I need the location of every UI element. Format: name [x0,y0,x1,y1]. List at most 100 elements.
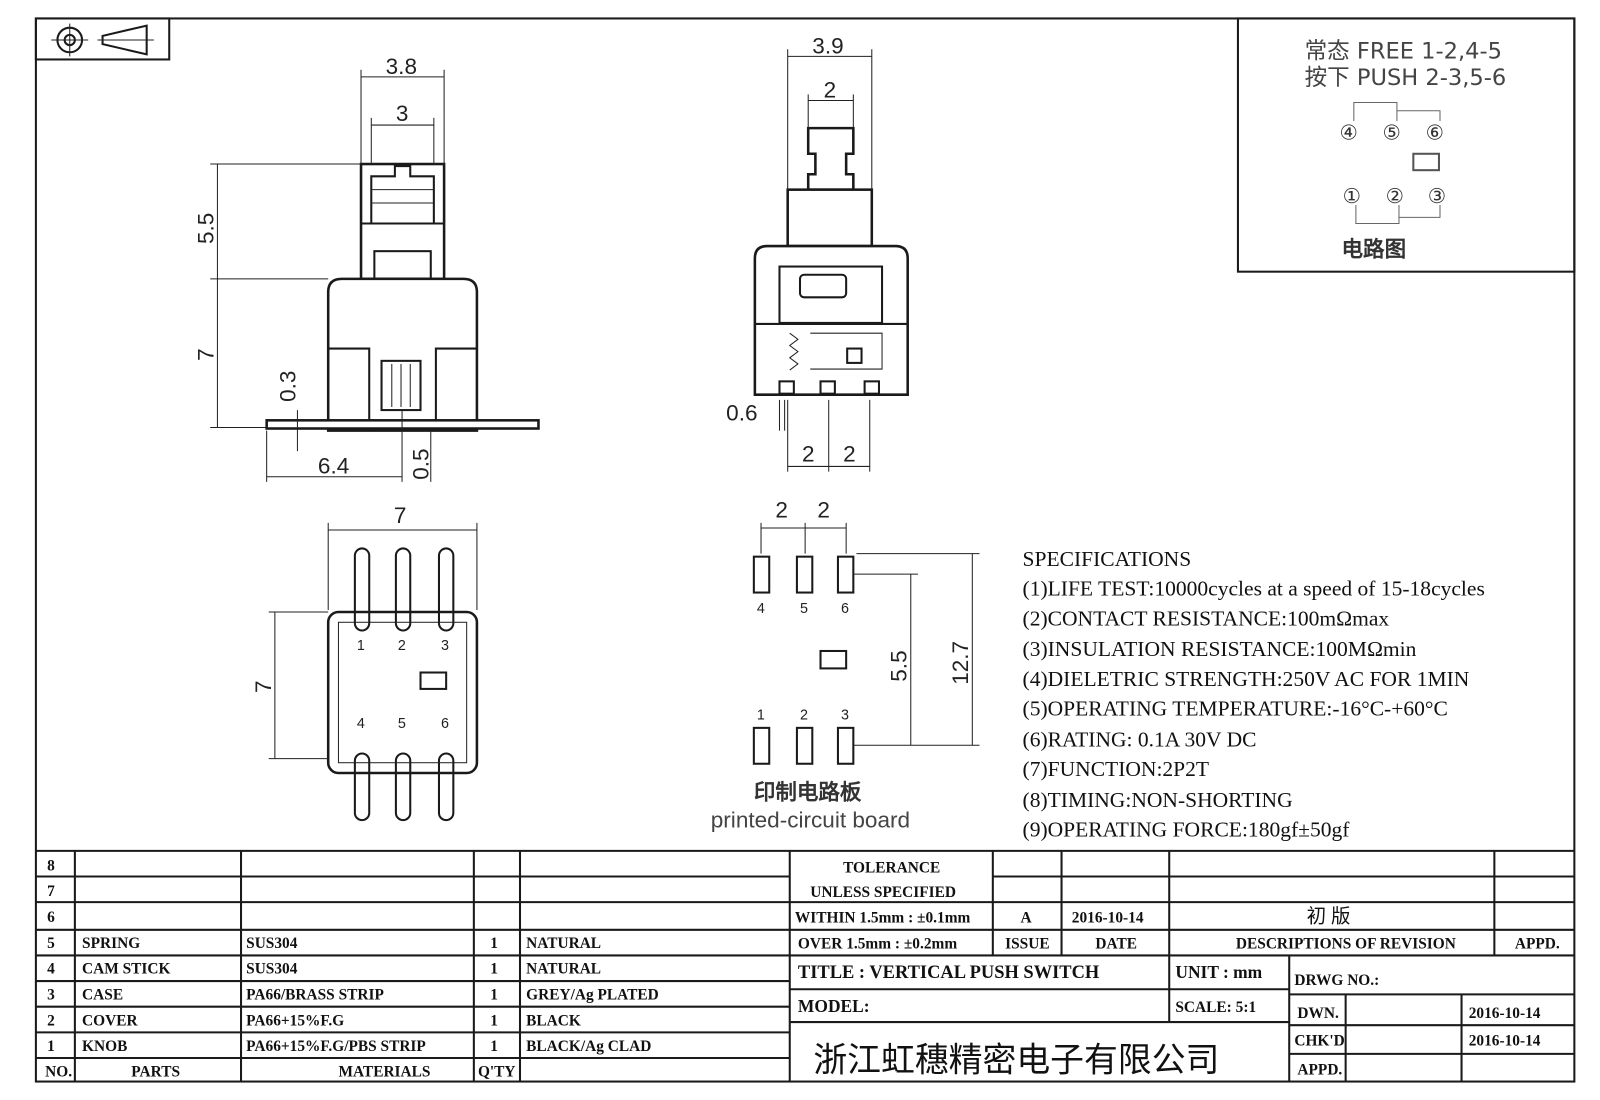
dim-2-knob: 2 [824,77,837,102]
svg-text:2016-10-14: 2016-10-14 [1072,910,1144,927]
svg-text:NO.: NO. [45,1063,72,1080]
dim-5-5: 5.5 [193,213,218,244]
svg-text:CHK'D: CHK'D [1294,1033,1344,1050]
svg-text:4: 4 [357,716,365,732]
svg-text:(5)OPERATING TEMPERATURE:-16°C: (5)OPERATING TEMPERATURE:-16°C-+60°C [1023,697,1448,721]
parts-cell-no: 6 [47,909,55,926]
dim-0-3: 0.3 [275,371,300,402]
svg-text:UNIT : mm: UNIT : mm [1175,962,1262,982]
svg-text:DATE: DATE [1095,935,1137,952]
svg-text:MODEL:: MODEL: [798,996,870,1016]
parts-cell-finish: GREY/Ag PLATED [526,987,659,1004]
dim-7-width: 7 [394,503,407,528]
svg-text:4: 4 [757,601,765,617]
parts-cell-part: COVER [82,1012,138,1029]
dim-2-pitch-b: 2 [843,441,856,466]
svg-text:UNLESS SPECIFIED: UNLESS SPECIFIED [810,884,956,901]
svg-text:ISSUE: ISSUE [1005,935,1049,952]
parts-cell-material: PA66+15%F.G/PBS STRIP [246,1038,426,1055]
parts-cell-finish: NATURAL [526,935,601,952]
svg-text:SCALE: 5:1: SCALE: 5:1 [1175,999,1256,1016]
parts-cell-part: SPRING [82,935,140,952]
svg-text:WITHIN 1.5mm : ±0.1mm: WITHIN 1.5mm : ±0.1mm [795,910,971,927]
svg-text:①: ① [1343,184,1361,208]
svg-text:⑤: ⑤ [1383,120,1401,144]
bottom-view: 1 2 3 4 5 6 7 7 [251,503,479,822]
parts-cell-material: SUS304 [246,935,298,952]
pcb-caption-en: printed-circuit board [711,807,910,832]
parts-cell-no: 5 [47,935,55,952]
parts-cell-part: CAM STICK [82,961,170,978]
svg-text:DESCRIPTIONS OF REVISION: DESCRIPTIONS OF REVISION [1236,935,1456,952]
drawing-title: TITLE : VERTICAL PUSH SWITCH [798,962,1100,982]
dim-5-5-pcb: 5.5 [887,650,912,681]
svg-text:PARTS: PARTS [131,1063,180,1080]
svg-text:2: 2 [398,638,406,654]
svg-text:(6)RATING: 0.1A 30V DC: (6)RATING: 0.1A 30V DC [1023,727,1257,751]
svg-text:(1)LIFE TEST:10000cycles at a: (1)LIFE TEST:10000cycles at a speed of 1… [1023,577,1485,601]
dim-0-5: 0.5 [409,448,434,479]
svg-text:DRWG NO.:: DRWG NO.: [1294,972,1379,989]
svg-text:1: 1 [357,638,365,654]
parts-table [35,849,1575,1082]
parts-cell-material: SUS304 [246,961,298,978]
svg-text:6: 6 [841,601,849,617]
dim-12-7: 12.7 [948,641,973,685]
svg-text:(7)FUNCTION:2P2T: (7)FUNCTION:2P2T [1023,757,1210,781]
svg-text:5: 5 [800,601,808,617]
title-block: TOLERANCE UNLESS SPECIFIED WITHIN 1.5mm … [789,850,1575,1082]
dim-2-pitch-a: 2 [802,441,815,466]
parts-cell-no: 3 [47,987,55,1004]
parts-cell-finish: NATURAL [526,961,601,978]
company-name: 浙江虹穗精密电子有限公司 [813,1041,1219,1079]
svg-text:APPD.: APPD. [1297,1061,1342,1078]
parts-cell-qty: 1 [490,935,498,952]
parts-cell-qty: 1 [490,1038,498,1055]
svg-text:(9)OPERATING FORCE:180gf±50gf: (9)OPERATING FORCE:180gf±50gf [1023,818,1351,842]
dim-2-pcb-a: 2 [775,498,788,523]
parts-cell-finish: BLACK/Ag CLAD [526,1038,651,1055]
svg-text:初 版: 初 版 [1307,906,1351,928]
svg-text:常态 FREE 1-2,4-5: 常态 FREE 1-2,4-5 [1305,38,1502,64]
parts-cell-no: 7 [47,883,55,900]
svg-text:A: A [1021,910,1032,927]
circuit-diagram: 常态 FREE 1-2,4-5 按下 PUSH 2-3,5-6 ④ ⑤ ⑥ ① … [1236,17,1576,273]
specifications: SPECIFICATIONS (1)LIFE TEST:10000cycles … [1023,547,1485,842]
parts-cell-no: 8 [47,857,55,874]
svg-text:5: 5 [398,716,406,732]
dim-2-pcb-b: 2 [817,498,830,523]
svg-text:⑥: ⑥ [1426,120,1444,144]
svg-text:3: 3 [441,638,449,654]
svg-text:DWN.: DWN. [1297,1005,1339,1022]
parts-cell-finish: BLACK [526,1012,581,1029]
svg-text:2016-10-14: 2016-10-14 [1469,1033,1541,1050]
svg-text:(8)TIMING:NON-SHORTING: (8)TIMING:NON-SHORTING [1023,788,1293,812]
svg-text:按下 PUSH 2-3,5-6: 按下 PUSH 2-3,5-6 [1305,65,1507,91]
pcb-layout: 4 5 6 1 2 3 2 2 5.5 12.7 印制电路板 printed-c… [711,498,980,832]
pcb-caption-cn: 印制电路板 [754,780,862,806]
svg-text:2016-10-14: 2016-10-14 [1469,1005,1541,1022]
parts-cell-part: CASE [82,987,123,1004]
parts-cell-qty: 1 [490,1012,498,1029]
svg-text:③: ③ [1428,184,1446,208]
svg-text:(4)DIELETRIC STRENGTH:250V AC: (4)DIELETRIC STRENGTH:250V AC FOR 1MIN [1023,667,1470,691]
front-view: 3.8 3 5.5 7 0.3 6.4 0.5 [193,54,540,482]
svg-text:1: 1 [757,708,765,724]
dim-3: 3 [396,101,409,126]
parts-cell-no: 1 [47,1038,55,1055]
svg-text:MATERIALS: MATERIALS [338,1063,430,1080]
svg-text:APPD.: APPD. [1515,935,1560,952]
svg-text:3: 3 [841,708,849,724]
dim-0-6: 0.6 [726,400,757,425]
svg-text:②: ② [1386,184,1404,208]
svg-text:2: 2 [800,708,808,724]
projection-symbol [34,17,171,61]
dim-3-8: 3.8 [386,54,417,79]
parts-cell-qty: 1 [490,961,498,978]
dim-3-9: 3.9 [812,33,843,58]
svg-text:TOLERANCE: TOLERANCE [843,859,940,876]
dim-7-depth: 7 [251,680,276,693]
dim-6-4: 6.4 [318,454,349,479]
